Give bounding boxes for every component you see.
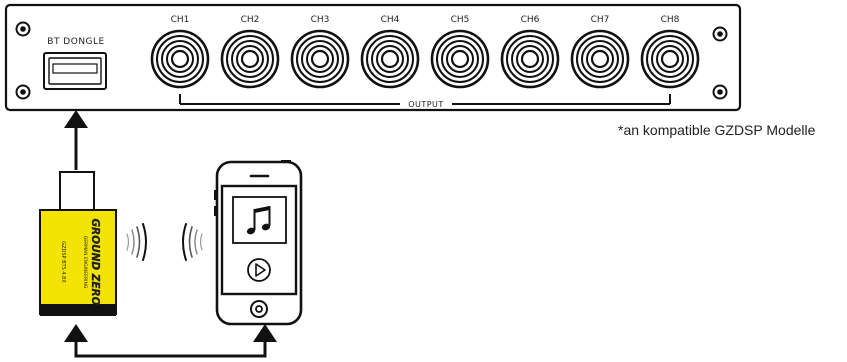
rca-jack-ch1[interactable]: CH1 xyxy=(150,15,210,89)
bluetooth-dongle[interactable]: GROUND ZERO GERMAN ENGINEERING GZDSP BTS… xyxy=(39,171,117,316)
rca-jack-ch8[interactable]: CH8 xyxy=(640,15,700,89)
music-note-icon xyxy=(232,196,287,244)
dsp-panel: BT DONGLE CH1 CH2 CH3 CH4 CH5 CH6 CH7 CH8 OUTPU… xyxy=(4,3,742,112)
channel-label: CH4 xyxy=(381,15,400,25)
rca-jack-ch2[interactable]: CH2 xyxy=(220,15,280,89)
channel-label: CH2 xyxy=(241,15,260,25)
compatibility-footnote: *an kompatible GZDSP Modelle xyxy=(618,122,816,138)
rca-jack-ch7[interactable]: CH7 xyxy=(570,15,630,89)
output-jacks: CH1 CH2 CH3 CH4 CH5 CH6 CH7 CH8 xyxy=(150,15,700,89)
screw-top-left-icon xyxy=(15,21,31,37)
output-bracket: OUTPUT xyxy=(179,94,671,109)
phone-side-button xyxy=(214,190,217,200)
channel-label: CH5 xyxy=(451,15,470,25)
dongle-model: GZDSP BTS 4.8X xyxy=(60,241,66,283)
channel-label: CH1 xyxy=(171,15,190,25)
dongle-usb-plug xyxy=(59,171,95,213)
rca-jack-ch4[interactable]: CH4 xyxy=(360,15,420,89)
screw-bottom-right-icon xyxy=(712,84,728,100)
rca-jack-ch5[interactable]: CH5 xyxy=(430,15,490,89)
dongle-brand: GROUND ZERO xyxy=(89,218,101,305)
channel-label: CH6 xyxy=(521,15,540,25)
dongle-cap xyxy=(40,304,116,316)
screw-top-right-icon xyxy=(712,26,728,42)
output-label: OUTPUT xyxy=(408,100,444,109)
rca-jack-ch3[interactable]: CH3 xyxy=(290,15,350,89)
channel-label: CH7 xyxy=(591,15,610,25)
bt-dongle-label: BT DONGLE xyxy=(47,37,104,47)
usb-port-icon[interactable] xyxy=(43,52,107,90)
home-button-icon[interactable] xyxy=(250,300,268,318)
channel-label: CH3 xyxy=(311,15,330,25)
dongle-subbrand: GERMAN ENGINEERING xyxy=(82,236,88,289)
pairing-arrow xyxy=(64,324,277,358)
wireless-signal-icon xyxy=(126,223,203,261)
screw-bottom-left-icon xyxy=(15,84,31,100)
rca-jack-ch6[interactable]: CH6 xyxy=(500,15,560,89)
arrow-up-icon xyxy=(64,110,88,170)
phone-side-button xyxy=(214,206,217,216)
channel-label: CH8 xyxy=(661,15,680,25)
play-icon[interactable] xyxy=(247,258,271,282)
smartphone[interactable] xyxy=(214,160,303,326)
dongle-body xyxy=(39,209,117,315)
